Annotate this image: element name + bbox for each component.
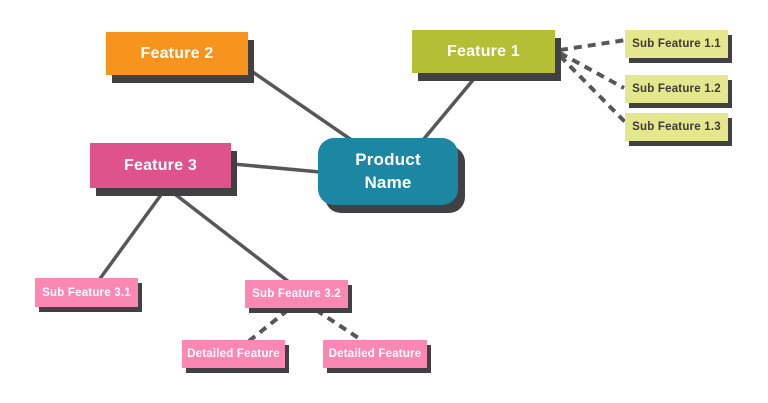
node-sub-feature-1-2: Sub Feature 1.2: [625, 75, 728, 103]
edge-feature1-sub11: [559, 38, 627, 52]
node-sub-feature-1-1: Sub Feature 1.1: [625, 30, 728, 58]
edge-feature3-product: [232, 162, 321, 174]
node-sub-feature-3-1: Sub Feature 3.1: [35, 278, 138, 307]
edge-feature1-sub12: [559, 51, 625, 90]
node-sub-feature-3-2: Sub Feature 3.2: [245, 280, 348, 308]
edge-feature1-sub13: [558, 54, 630, 127]
node-detailed-feature-left: Detailed Feature: [182, 340, 285, 368]
node-sub-feature-1-3: Sub Feature 1.3: [625, 113, 728, 141]
node-feature-1: Feature 1: [412, 30, 555, 73]
node-feature-2: Feature 2: [106, 32, 248, 75]
node-feature-3: Feature 3: [90, 143, 231, 188]
edge-feature2-product: [246, 66, 354, 143]
node-detailed-feature-right: Detailed Feature: [323, 340, 427, 368]
edge-sub32-detail1: [247, 308, 290, 343]
node-product-name: Product Name: [318, 138, 458, 205]
edge-sub32-detail2: [314, 308, 365, 343]
edge-feature1-product: [421, 72, 480, 142]
edge-feature3-sub32: [165, 186, 291, 284]
edge-feature3-sub31: [97, 186, 168, 282]
